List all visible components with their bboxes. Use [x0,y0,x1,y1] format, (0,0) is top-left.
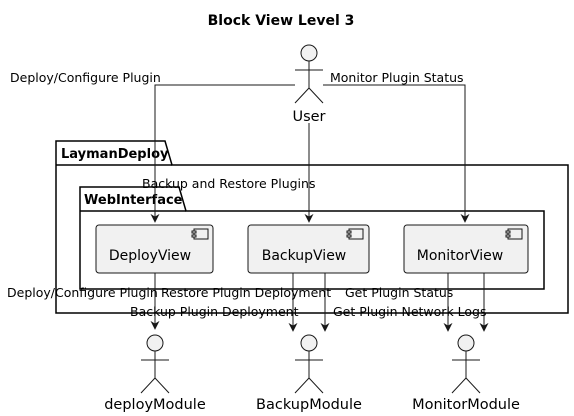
component-backupview: BackupView [247,224,370,274]
component-icon [346,228,364,240]
monitormodule-stick-figure-icon [451,334,481,394]
edge-user-deployview [150,84,295,223]
package-laymandeploy: LaymanDeploy [55,140,569,314]
actor-deploymodule-label: deployModule [104,397,206,413]
edge-label-user-backup: Backup and Restore Plugins [142,176,315,191]
package-laymandeploy-label: LaymanDeploy [61,147,169,162]
package-webinterface: WebInterface [79,186,545,290]
actor-monitormodule: MonitorModule [412,334,520,413]
component-monitorview-label: MonitorView [417,248,503,264]
component-deployview-label: DeployView [109,248,191,264]
edge-user-monitorview [323,84,470,223]
edge-label-user-monitor: Monitor Plugin Status [330,70,464,85]
edge-label-backup-backup: Backup Plugin Deployment [130,304,299,319]
actor-backupmodule: BackupModule [256,334,362,413]
actor-user-label: User [292,109,325,125]
deploymodule-stick-figure-icon [140,334,170,394]
component-backupview-label: BackupView [262,248,347,264]
component-monitorview: MonitorView [403,224,529,274]
backupmodule-stick-figure-icon [294,334,324,394]
actor-user: User [292,44,326,125]
diagram-title: Block View Level 3 [208,13,355,29]
component-icon [505,228,523,240]
edge-label-monitor-status: Get Plugin Status [345,285,453,300]
edge-label-user-deploy: Deploy/Configure Plugin [10,70,161,85]
package-webinterface-label: WebInterface [84,193,183,208]
user-stick-figure-icon [294,44,324,104]
actor-deploymodule: deployModule [104,334,206,413]
actor-monitormodule-label: MonitorModule [412,397,520,413]
component-deployview: DeployView [95,224,214,274]
edge-label-backup-restore: Restore Plugin Deployment [161,285,331,300]
component-icon [191,228,209,240]
edge-label-deploy-deploy: Deploy/Configure Plugin [7,285,158,300]
edge-label-monitor-logs: Get Plugin Network Logs [333,304,487,319]
actor-backupmodule-label: BackupModule [256,397,362,413]
